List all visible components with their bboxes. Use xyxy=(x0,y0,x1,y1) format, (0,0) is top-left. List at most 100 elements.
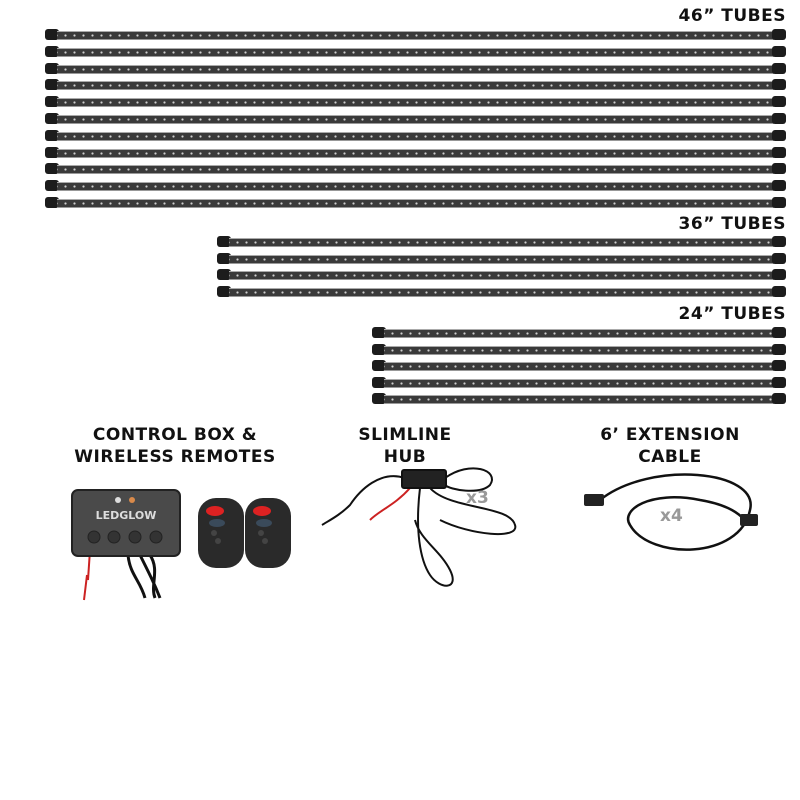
tube-body xyxy=(57,199,774,208)
tube-end-cap xyxy=(772,180,786,192)
tube-end-cap xyxy=(772,79,786,91)
tube-body xyxy=(57,47,774,57)
tube-body xyxy=(384,395,774,404)
tube-end-cap xyxy=(45,45,59,57)
led-tube xyxy=(45,45,786,57)
tube-end-cap xyxy=(45,146,59,158)
led-tube xyxy=(372,343,786,355)
tube-body xyxy=(229,271,774,280)
control-box-title: CONTROL BOX & WIRELESS REMOTES xyxy=(55,424,295,468)
tube-end-cap xyxy=(772,62,786,74)
tube-end-cap xyxy=(772,146,786,158)
label-36-tubes: 36” TUBES xyxy=(678,214,786,234)
tube-end-cap xyxy=(45,79,59,91)
tube-end-cap xyxy=(772,343,786,355)
tube-body xyxy=(229,238,774,247)
led-tube xyxy=(372,327,786,338)
tube-body xyxy=(57,98,774,108)
tube-body xyxy=(384,378,774,388)
tube-body xyxy=(57,165,774,175)
led-tube xyxy=(372,376,786,388)
tube-end-cap xyxy=(217,252,231,264)
led-tube xyxy=(45,163,786,175)
tube-body xyxy=(57,148,774,158)
tube-end-cap xyxy=(45,29,59,40)
tube-body xyxy=(57,115,774,124)
cable-title: 6’ EXTENSION CABLE xyxy=(570,424,770,468)
tube-end-cap xyxy=(45,180,59,192)
cable-quantity: x4 xyxy=(660,506,683,526)
tube-body xyxy=(57,182,774,192)
led-tube xyxy=(45,29,786,40)
tube-body xyxy=(57,64,774,74)
wireless-remote xyxy=(198,498,244,568)
tube-end-cap xyxy=(772,252,786,264)
cable-title-line2: CABLE xyxy=(638,447,702,467)
led-tube xyxy=(45,79,786,91)
control-box-title-line1: CONTROL BOX & xyxy=(92,425,258,445)
tube-body xyxy=(384,362,774,371)
tube-end-cap xyxy=(772,45,786,57)
tube-end-cap xyxy=(772,29,786,40)
tube-end-cap xyxy=(372,393,386,404)
ledglow-logo: LEDGLOW xyxy=(96,509,157,522)
tube-end-cap xyxy=(772,393,786,404)
tube-end-cap xyxy=(45,96,59,108)
led-tube xyxy=(45,113,786,124)
extension-cable xyxy=(584,473,758,551)
tube-end-cap xyxy=(772,360,786,371)
cable-title-line1: 6’ EXTENSION xyxy=(600,425,740,445)
led-tube xyxy=(372,393,786,404)
slimline-hub xyxy=(321,467,517,587)
tube-end-cap xyxy=(772,113,786,124)
led-tube xyxy=(217,236,786,247)
led-tube xyxy=(217,252,786,264)
tube-end-cap xyxy=(772,129,786,141)
led-tube xyxy=(45,96,786,108)
tube-end-cap xyxy=(772,96,786,108)
tube-body xyxy=(229,287,774,297)
led-tube xyxy=(45,129,786,141)
tube-end-cap xyxy=(372,376,386,388)
tube-body xyxy=(57,131,774,141)
tube-end-cap xyxy=(372,360,386,371)
tube-end-cap xyxy=(45,197,59,208)
tube-body xyxy=(384,345,774,355)
tube-end-cap xyxy=(772,236,786,247)
tube-end-cap xyxy=(45,62,59,74)
tube-end-cap xyxy=(45,163,59,175)
tube-end-cap xyxy=(45,129,59,141)
wireless-remote xyxy=(245,498,291,568)
tube-end-cap xyxy=(772,197,786,208)
label-46-tubes: 46” TUBES xyxy=(678,6,786,26)
led-tube xyxy=(45,62,786,74)
tube-end-cap xyxy=(217,236,231,247)
tube-end-cap xyxy=(217,269,231,280)
tube-end-cap xyxy=(372,343,386,355)
led-tube xyxy=(45,197,786,208)
tube-end-cap xyxy=(772,163,786,175)
tube-end-cap xyxy=(45,113,59,124)
label-24-tubes: 24” TUBES xyxy=(678,304,786,324)
hub-title-line1: SLIMLINE xyxy=(358,425,452,445)
tube-end-cap xyxy=(372,327,386,338)
hub-title: SLIMLINE HUB xyxy=(330,424,480,468)
control-box-title-line2: WIRELESS REMOTES xyxy=(74,447,276,467)
tube-body xyxy=(384,329,774,338)
led-tube xyxy=(45,146,786,158)
hub-title-line2: HUB xyxy=(383,447,427,467)
tube-end-cap xyxy=(772,376,786,388)
tube-end-cap xyxy=(772,285,786,297)
tube-end-cap xyxy=(217,285,231,297)
tube-end-cap xyxy=(772,327,786,338)
hub-quantity: x3 xyxy=(466,488,489,508)
control-box: LEDGLOW xyxy=(71,489,181,601)
tube-body xyxy=(57,81,774,91)
led-tube xyxy=(372,360,786,371)
tube-body xyxy=(229,254,774,264)
led-tube xyxy=(217,269,786,280)
tube-end-cap xyxy=(772,269,786,280)
led-tube xyxy=(217,285,786,297)
tube-body xyxy=(57,31,774,40)
